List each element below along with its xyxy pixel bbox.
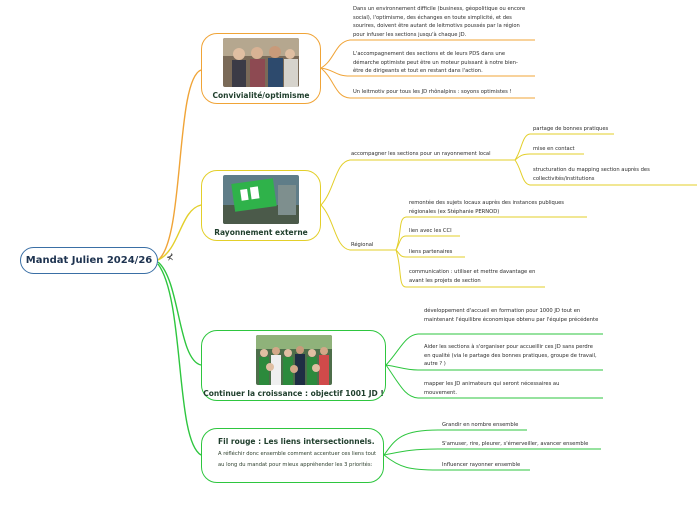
subtopic-regional[interactable]: Régional	[351, 242, 374, 248]
link-b2-sub2	[320, 204, 396, 251]
leaf-item[interactable]: Dans un environnement difficile (busines…	[353, 6, 526, 38]
link-sub2-l3	[395, 249, 465, 258]
branch-title: Continuer la croissance : objectif 1001 …	[203, 389, 384, 398]
branch-common-thread[interactable]: Fil rouge : Les liens intersectionnels. …	[201, 428, 384, 483]
link-root-b3	[157, 261, 202, 366]
leaf-item[interactable]: L'accompagnement des sections et de leur…	[353, 51, 518, 74]
leaf-item[interactable]: remontée des sujets locaux auprès des in…	[409, 200, 565, 215]
link-sub2-l4	[395, 249, 545, 288]
root-node[interactable]: Mandat Julien 2024/26	[20, 247, 158, 274]
leaf-item[interactable]: structuration du mapping section auprès …	[533, 167, 650, 182]
link-b1-leaf1	[320, 39, 535, 69]
branch-growth[interactable]: Continuer la croissance : objectif 1001 …	[201, 330, 386, 401]
branch-title: Rayonnement externe	[214, 228, 308, 237]
link-b2-sub1	[320, 159, 515, 206]
subtopic-local[interactable]: accompagner les sections pour un rayonne…	[351, 151, 491, 157]
link-root-b4	[157, 263, 202, 456]
leaf-item[interactable]: liens partenaires	[409, 249, 453, 255]
collapse-toggle-icon[interactable]: ⊀	[166, 253, 174, 263]
link-sub2-l2	[395, 235, 460, 251]
leaf-item[interactable]: mise en contact	[533, 146, 575, 152]
branch-title: Fil rouge : Les liens intersectionnels.	[218, 437, 375, 446]
leaf-item[interactable]: mapper les JD animateurs qui seront néce…	[424, 381, 560, 396]
link-sub1-l3	[514, 159, 697, 186]
leaf-item[interactable]: Un leitmotiv pour tous les JD rhônalpins…	[353, 89, 512, 95]
link-b3-l2	[385, 364, 603, 371]
crowd-photo-icon	[255, 335, 332, 385]
link-b4-l3	[383, 454, 530, 471]
link-sub2-l1	[395, 216, 587, 251]
link-b3-l3	[385, 364, 603, 399]
leaf-item[interactable]: S'amuser, rire, pleurer, s'émerveiller, …	[442, 441, 589, 447]
link-b3-l1	[385, 333, 603, 366]
leaf-item[interactable]: Influencer rayonner ensemble	[442, 462, 521, 468]
branch-external-reach[interactable]: Rayonnement externe	[201, 170, 321, 241]
branch-title: Convivialité/optimisme	[212, 91, 310, 100]
link-b4-l1	[383, 429, 527, 456]
branch-conviviality[interactable]: Convivialité/optimisme	[201, 33, 321, 104]
leaf-item[interactable]: Aider les sections à s'organiser pour ac…	[424, 344, 597, 367]
link-sub1-l1	[514, 133, 614, 161]
link-b4-l2	[383, 448, 601, 456]
link-b1-leaf2	[320, 67, 535, 77]
link-root-b1	[157, 69, 202, 261]
leaf-item[interactable]: développement d'accueil en formation pou…	[424, 308, 599, 323]
leaf-item[interactable]: lien avec les CCI	[409, 228, 452, 234]
cjd-flag-photo-icon	[223, 175, 299, 224]
leaf-item[interactable]: Grandir en nombre ensemble	[442, 422, 519, 428]
leaf-item[interactable]: communication : utiliser et mettre davan…	[409, 269, 536, 284]
branch-description: A réfléchir donc ensemble comment accent…	[218, 451, 377, 468]
leaf-item[interactable]: partage de bonnes pratiques	[533, 126, 609, 132]
link-b1-leaf3	[320, 67, 535, 99]
link-sub1-l2	[514, 153, 584, 161]
link-root-b2	[157, 204, 202, 261]
team-photo-icon	[223, 38, 299, 87]
